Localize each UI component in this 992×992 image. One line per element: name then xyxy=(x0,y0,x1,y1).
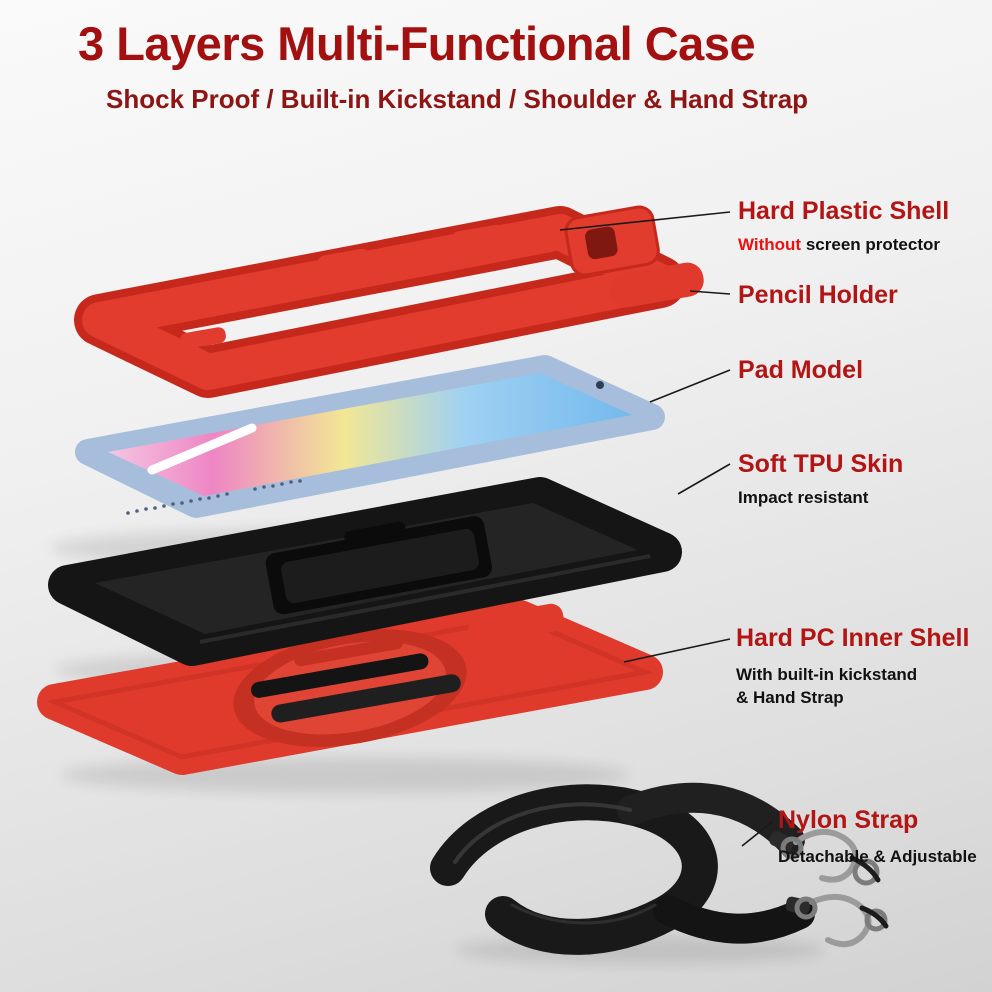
callout-subtext: With built-in kickstand xyxy=(736,665,918,684)
callout-hard-pc-inner-shell: Hard PC Inner Shell With built-in kickst… xyxy=(736,624,969,708)
hard-plastic-shell xyxy=(74,205,704,398)
callout-pad-model: Pad Model xyxy=(738,356,863,385)
strap-metal-clasps xyxy=(769,829,889,948)
callout-subtext: & Hand Strap xyxy=(736,688,844,707)
callout-title: Soft TPU Skin xyxy=(738,450,904,478)
callout-soft-tpu-skin: Soft TPU Skin Impact resistant xyxy=(738,450,903,508)
frame-tab xyxy=(452,224,504,248)
camera-corner xyxy=(564,205,660,277)
callout-lines xyxy=(559,211,773,847)
kickstand-ring xyxy=(233,629,467,747)
callout-line-nylon-strap xyxy=(741,821,773,847)
callout-title: Nylon Strap xyxy=(778,806,919,834)
callout-line-pencil-holder xyxy=(689,290,731,295)
callout-subtext: Without screen protector xyxy=(738,235,941,254)
callout-hard-plastic-shell: Hard Plastic Shell Without screen protec… xyxy=(738,197,949,255)
callout-title: Pad Model xyxy=(738,356,864,384)
pencil-on-screen xyxy=(147,423,257,475)
kickstand-recess xyxy=(265,516,492,615)
page-title: 3 Layers Multi-Functional Case xyxy=(78,17,756,70)
nylon-strap xyxy=(430,782,889,955)
callout-line-hard-pc-inner-shell xyxy=(623,638,731,663)
callout-line-pad-model xyxy=(649,369,731,403)
camera-dot xyxy=(596,381,604,389)
callout-pencil-holder: Pencil Holder xyxy=(738,281,898,310)
page-subtitle: Shock Proof / Built-in Kickstand / Shoul… xyxy=(106,84,809,114)
tablet xyxy=(75,355,665,518)
callout-subtext: Detachable & Adjustable xyxy=(778,847,977,866)
frame-tab xyxy=(180,327,226,349)
speaker-dots xyxy=(126,479,302,515)
soft-tpu-skin xyxy=(48,477,682,666)
hard-pc-inner-shell xyxy=(37,600,663,775)
frame-tab xyxy=(318,248,370,272)
pencil-holder xyxy=(610,262,704,308)
callout-subtext: Impact resistant xyxy=(738,488,869,507)
callout-line-hard-plastic-shell xyxy=(559,211,731,231)
callout-line-soft-tpu-skin xyxy=(677,463,731,495)
callout-title: Hard Plastic Shell xyxy=(738,197,950,225)
callout-title: Hard PC Inner Shell xyxy=(736,624,970,652)
callout-nylon-strap: Nylon Strap Detachable & Adjustable xyxy=(778,806,977,867)
callout-title: Pencil Holder xyxy=(738,281,898,309)
